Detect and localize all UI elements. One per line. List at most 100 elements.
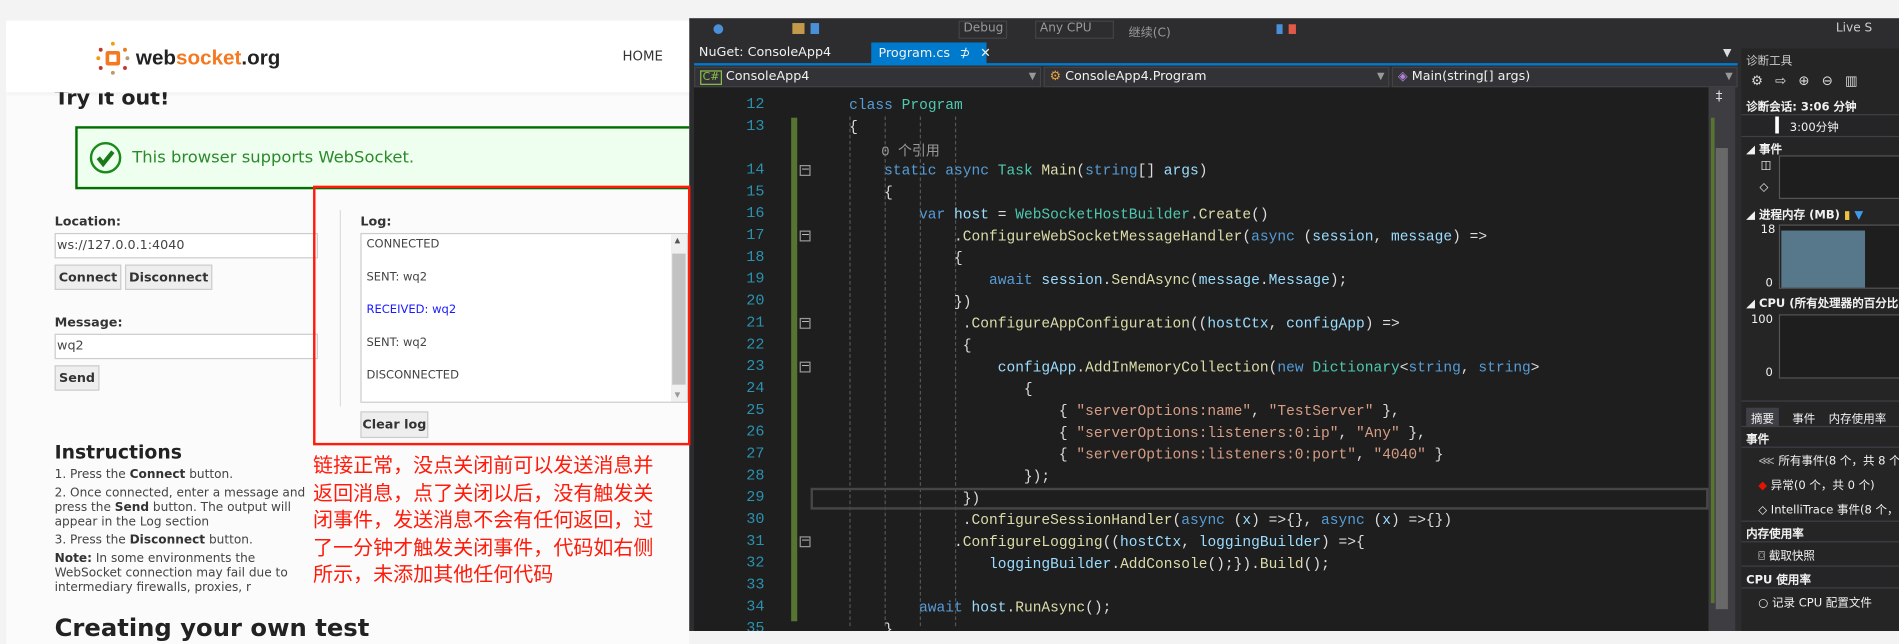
- cpu-chart: [1778, 314, 1899, 379]
- diag-tab-summary[interactable]: 摘要: [1746, 407, 1779, 428]
- code-line[interactable]: 27 { "serverOptions:listeners:0:port", "…: [694, 444, 1708, 466]
- back-icon[interactable]: [713, 24, 724, 34]
- code-token: }: [814, 621, 893, 631]
- code-token: .: [1076, 359, 1086, 377]
- log-scroll-thumb[interactable]: [672, 253, 686, 385]
- connect-button[interactable]: Connect: [54, 264, 122, 291]
- scroll-thumb[interactable]: [1715, 148, 1728, 610]
- code-line[interactable]: 31− .ConfigureLogging((hostCtx, loggingB…: [694, 531, 1708, 553]
- gear-icon[interactable]: ⚙: [1750, 72, 1776, 89]
- tab-nuget[interactable]: NuGet: ConsoleApp4: [698, 44, 832, 60]
- collapse-icon[interactable]: −: [799, 535, 811, 548]
- editor-vertical-scrollbar[interactable]: [1708, 87, 1736, 631]
- open-folder-icon[interactable]: [792, 23, 805, 34]
- code-token: "serverOptions:name": [1076, 402, 1252, 420]
- record-cpu-profile-button[interactable]: ○ 记录 CPU 配置文件: [1758, 597, 1872, 611]
- collapse-icon[interactable]: −: [799, 163, 811, 176]
- location-input[interactable]: ws://127.0.0.1:4040: [54, 232, 318, 259]
- code-line[interactable]: 29 }): [694, 487, 1709, 510]
- code-line[interactable]: 14− static async Task Main(string[] args…: [694, 160, 1708, 182]
- code-line[interactable]: 25 { "serverOptions:name", "TestServer" …: [694, 400, 1708, 422]
- code-line[interactable]: 18 {: [694, 248, 1708, 270]
- pause-icon[interactable]: [1276, 24, 1283, 34]
- tab-program-cs[interactable]: Program.cs ⊅ ✕: [871, 42, 991, 65]
- type-dropdown[interactable]: ⚙ ConsoleApp4.Program▼: [1043, 66, 1390, 88]
- code-text: var host = WebSocketHostBuilder.Create(): [814, 206, 1269, 223]
- take-snapshot-button[interactable]: ⌼ 截取快照: [1758, 546, 1815, 563]
- config-dropdown[interactable]: Debug: [958, 20, 1008, 39]
- site-logo[interactable]: websocket.org: [95, 40, 280, 76]
- code-line[interactable]: 26 { "serverOptions:listeners:0:ip", "An…: [694, 422, 1708, 444]
- code-line[interactable]: 24 {: [694, 379, 1708, 401]
- events-section[interactable]: ◢ 事件: [1746, 143, 1783, 157]
- line-number: 12: [746, 95, 765, 113]
- diag-tab-events[interactable]: 事件: [1792, 412, 1816, 426]
- continue-button[interactable]: 继续(C): [1128, 26, 1171, 41]
- code-line[interactable]: 13 {: [694, 116, 1708, 138]
- code-line[interactable]: 16 var host = WebSocketHostBuilder.Creat…: [694, 204, 1708, 226]
- zoom-out-icon[interactable]: ⊖: [1821, 72, 1846, 89]
- nav-home-link[interactable]: HOME: [622, 48, 663, 65]
- code-token: AddConsole: [1120, 555, 1208, 573]
- project-dropdown[interactable]: C# ConsoleApp4▼: [694, 66, 1042, 88]
- code-line[interactable]: 21− .ConfigureAppConfiguration((hostCtx,…: [694, 313, 1708, 335]
- stop-icon[interactable]: [1288, 24, 1296, 34]
- intellitrace-link[interactable]: ◇ IntelliTrace 事件(8 个，: [1758, 500, 1898, 517]
- timeline-marker[interactable]: [1775, 116, 1779, 134]
- code-token: ConfigureSessionHandler: [971, 512, 1173, 530]
- platform-dropdown[interactable]: Any CPU: [1035, 20, 1114, 39]
- summary-events-heading: 事件: [1746, 433, 1770, 447]
- code-line[interactable]: 32 loggingBuilder.AddConsole();}).Build(…: [694, 553, 1708, 575]
- exceptions-link[interactable]: ◆ 异常(0 个，共 0 个): [1758, 476, 1874, 492]
- code-line[interactable]: 17− .ConfigureWebSocketMessageHandler(as…: [694, 226, 1708, 248]
- code-line[interactable]: 22 {: [694, 335, 1708, 357]
- log-scrollbar[interactable]: ▲ ▼: [671, 234, 687, 402]
- zoom-in-icon[interactable]: ⊕: [1798, 72, 1822, 89]
- chart-icon[interactable]: ▥: [1845, 72, 1870, 89]
- code-token: [989, 163, 998, 180]
- code-line[interactable]: 15 {: [694, 182, 1708, 204]
- save-icon[interactable]: [810, 23, 820, 34]
- log-entry: RECEIVED: wq2: [366, 303, 457, 317]
- collapse-icon[interactable]: −: [799, 360, 811, 373]
- code-line[interactable]: 35 }: [694, 619, 1708, 631]
- all-events-link[interactable]: ⋘ 所有事件(8 个，共 8 个): [1758, 451, 1899, 468]
- tab-list-dropdown-icon[interactable]: ▼: [1723, 47, 1732, 60]
- code-line[interactable]: 30 .ConfigureSessionHandler(async (x) =>…: [694, 510, 1708, 532]
- code-line[interactable]: 28 });: [694, 466, 1708, 488]
- code-line[interactable]: 23− configApp.AddInMemoryCollection(new …: [694, 357, 1708, 379]
- message-input[interactable]: wq2: [54, 333, 318, 360]
- split-editor-icon[interactable]: ‡: [1715, 88, 1723, 105]
- pin-icon[interactable]: ⊅: [959, 46, 971, 61]
- cpu-axis-min: 0: [1765, 366, 1773, 380]
- annotation-line: 闭事件，发送消息不会有任何返回，过: [313, 508, 654, 532]
- code-line[interactable]: 19 await session.SendAsync(message.Messa…: [694, 269, 1708, 291]
- collapse-icon[interactable]: −: [799, 229, 811, 242]
- code-line[interactable]: 33: [694, 575, 1708, 597]
- scroll-up-icon[interactable]: ▲: [674, 236, 681, 246]
- cpu-section[interactable]: ◢ CPU (所有处理器的百分比): [1746, 294, 1899, 310]
- live-share-button[interactable]: Live S: [1835, 21, 1873, 36]
- diag-tab-memory[interactable]: 内存使用率: [1828, 412, 1887, 426]
- scroll-down-icon[interactable]: ▼: [674, 390, 681, 400]
- collapse-icon[interactable]: −: [799, 316, 811, 329]
- code-line[interactable]: 20 }): [694, 291, 1708, 313]
- camera-icon: ⌼: [1758, 549, 1766, 564]
- member-dropdown[interactable]: ◈ Main(string[] args)▼: [1391, 66, 1738, 88]
- diamond-icon: ◇: [1758, 503, 1768, 517]
- code-line[interactable]: 12 class Program: [694, 95, 1708, 117]
- clear-log-button[interactable]: Clear log: [360, 411, 429, 439]
- close-icon[interactable]: ✕: [980, 46, 991, 61]
- instruction-text: 2. Once connected, enter a message and p…: [54, 486, 306, 515]
- code-line[interactable]: 0 个引用: [694, 138, 1708, 160]
- codelens-references[interactable]: 0 个引用: [814, 141, 940, 160]
- code-token: [814, 556, 989, 573]
- line-number: 34: [746, 598, 765, 616]
- send-button[interactable]: Send: [54, 365, 100, 391]
- export-icon[interactable]: ⇨: [1775, 72, 1799, 89]
- code-line[interactable]: 34 await host.RunAsync();: [694, 597, 1708, 619]
- disconnect-button[interactable]: Disconnect: [124, 264, 213, 291]
- memory-section[interactable]: ◢ 进程内存 (MB) ▮ ▼: [1746, 208, 1864, 223]
